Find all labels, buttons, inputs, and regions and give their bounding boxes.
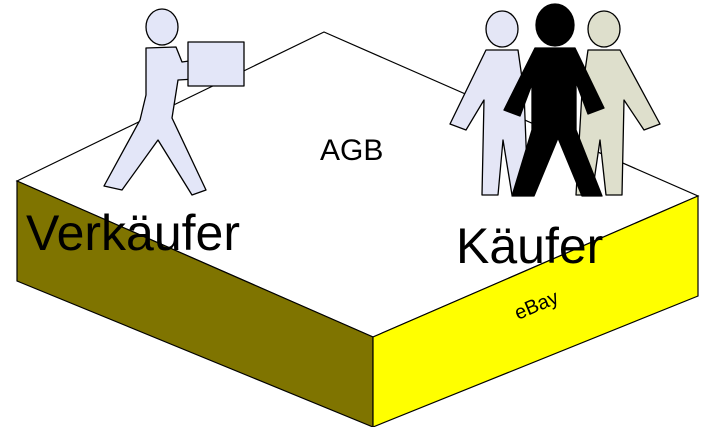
buyer-figure-right bbox=[575, 10, 661, 196]
slab-left-face bbox=[16, 180, 374, 427]
buyer-group bbox=[449, 3, 661, 197]
seller-figure bbox=[103, 8, 245, 196]
seller-box bbox=[187, 41, 245, 87]
buyer-figure-left bbox=[449, 10, 529, 196]
slab-right-face bbox=[372, 195, 699, 427]
buyer-label: Käufer bbox=[456, 218, 603, 274]
platform-slab bbox=[15, 31, 700, 427]
seller-label: Verkäufer bbox=[26, 205, 240, 261]
agb-label: AGB bbox=[320, 134, 383, 167]
buyer-figure-front bbox=[503, 3, 605, 197]
seller-head bbox=[145, 8, 179, 46]
